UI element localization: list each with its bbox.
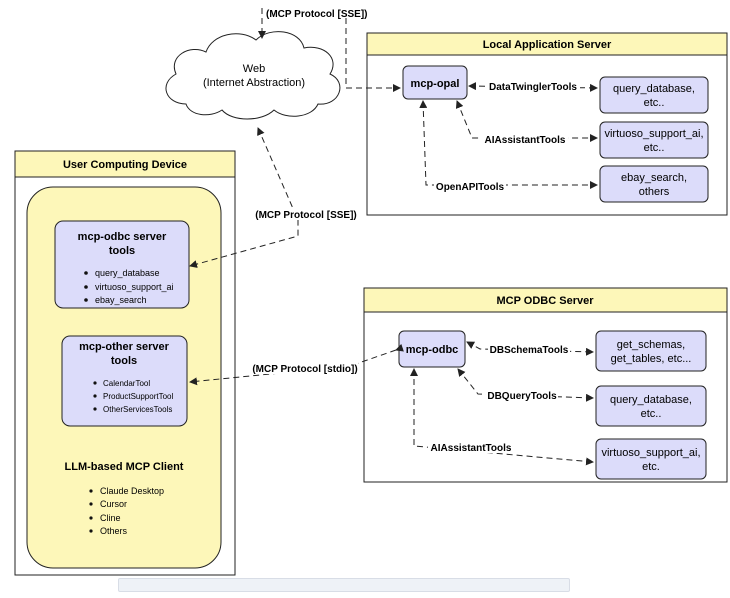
- bullet-dot: [93, 394, 97, 398]
- local-application-server: Local Application Server mcp-opal query_…: [366, 32, 728, 216]
- protocol-label-sse-top: (MCP Protocol [SSE]): [266, 9, 367, 20]
- edge-sse-to-opal: [345, 18, 401, 92]
- web-label: Web: [243, 63, 265, 75]
- mcp-opal-hub: [402, 65, 468, 100]
- edge-label-dbschema: DBSchemaTools: [490, 345, 569, 356]
- edge-label-dbquery: DBQueryTools: [487, 391, 557, 402]
- bullet-dot: [84, 271, 88, 275]
- node-text: tools: [109, 245, 135, 257]
- tool-node-get-schemas: [595, 330, 707, 372]
- bullet-dot: [84, 298, 88, 302]
- node-text: Cline: [100, 513, 121, 523]
- tool-node-ebay-search: [599, 165, 709, 203]
- device-title: User Computing Device: [63, 159, 187, 171]
- node-text: virtuoso_support_ai,: [601, 447, 700, 459]
- node-text: query_database: [95, 268, 160, 278]
- node-text: etc..: [644, 97, 665, 109]
- bullet-dot: [93, 381, 97, 385]
- edge-label-aiassistant-opal: AIAssistantTools: [485, 135, 566, 146]
- node-text: Cursor: [100, 499, 127, 509]
- local-server-title: Local Application Server: [483, 39, 612, 51]
- node-text: query_database,: [610, 394, 692, 406]
- web-sublabel: (Internet Abstraction): [203, 77, 305, 89]
- other-tools-box: [61, 335, 188, 427]
- node-text: mcp-odbc server: [78, 231, 167, 243]
- mcp-odbc-server: MCP ODBC Server mcp-odbc get_schemas, ge…: [363, 287, 728, 483]
- edge-aiassistant-odbc: [410, 368, 594, 466]
- bullet-dot: [93, 407, 97, 411]
- llm-client-title: LLM-based MCP Client: [65, 461, 184, 473]
- bullet-dot: [89, 502, 93, 506]
- protocol-label-stdio: (MCP Protocol [stdio]): [252, 364, 357, 375]
- bullet-dot: [89, 489, 93, 493]
- protocol-edges: (MCP Protocol [SSE]) (MCP Protocol [SSE]…: [189, 8, 404, 386]
- tool-node-query-database-odbc: [595, 385, 707, 427]
- bullet-dot: [89, 529, 93, 533]
- edge-label-aiassistant-odbc: AIAssistantTools: [431, 443, 512, 454]
- edge-web-to-odbc-tools: [189, 127, 299, 268]
- local-server-header: [366, 32, 728, 56]
- node-text: OtherServicesTools: [103, 405, 172, 414]
- protocol-label-sse-client: (MCP Protocol [SSE]): [255, 210, 356, 221]
- bullet-dot: [84, 285, 88, 289]
- odbc-server-title: MCP ODBC Server: [497, 295, 595, 307]
- tool-node-virtuoso-support-ai-odbc: [595, 438, 707, 480]
- node-text: virtuoso_support_ai: [95, 282, 174, 292]
- web-cloud: Web (Internet Abstraction): [165, 31, 341, 120]
- node-text: get_schemas,: [617, 339, 685, 351]
- node-text: Others: [100, 526, 128, 536]
- odbc-server-header: [363, 287, 728, 313]
- node-text: query_database,: [613, 83, 695, 95]
- node-text: ProductSupportTool: [103, 392, 173, 401]
- node-text: etc.: [642, 461, 660, 473]
- node-text: tools: [111, 355, 137, 367]
- node-text: virtuoso_support_ai,: [604, 128, 703, 140]
- node-text: etc..: [644, 142, 665, 154]
- edge-stdio: [189, 343, 404, 386]
- node-text: mcp-other server: [79, 341, 170, 353]
- edge-label-openapi: OpenAPITools: [436, 182, 505, 193]
- mcp-odbc-label: mcp-odbc: [406, 344, 459, 356]
- node-text: get_tables, etc...: [611, 353, 692, 365]
- node-text: ebay_search: [95, 295, 147, 305]
- node-text: etc..: [641, 408, 662, 420]
- node-text: others: [639, 186, 670, 198]
- tool-node-virtuoso-support-ai: [599, 121, 709, 159]
- tool-node-query-database: [599, 76, 709, 114]
- odbc-tools-box: [54, 220, 190, 309]
- mcp-opal-label: mcp-opal: [411, 78, 460, 90]
- edge-openapi: [419, 100, 598, 189]
- node-text: CalendarTool: [103, 379, 150, 388]
- user-computing-device: User Computing Device mcp-odbc server to…: [14, 150, 236, 576]
- edge-label-datatwingler: DataTwinglerTools: [489, 82, 577, 93]
- node-text: ebay_search,: [621, 172, 687, 184]
- node-text: Claude Desktop: [100, 486, 164, 496]
- caption-bar: [118, 578, 570, 592]
- bullet-dot: [89, 516, 93, 520]
